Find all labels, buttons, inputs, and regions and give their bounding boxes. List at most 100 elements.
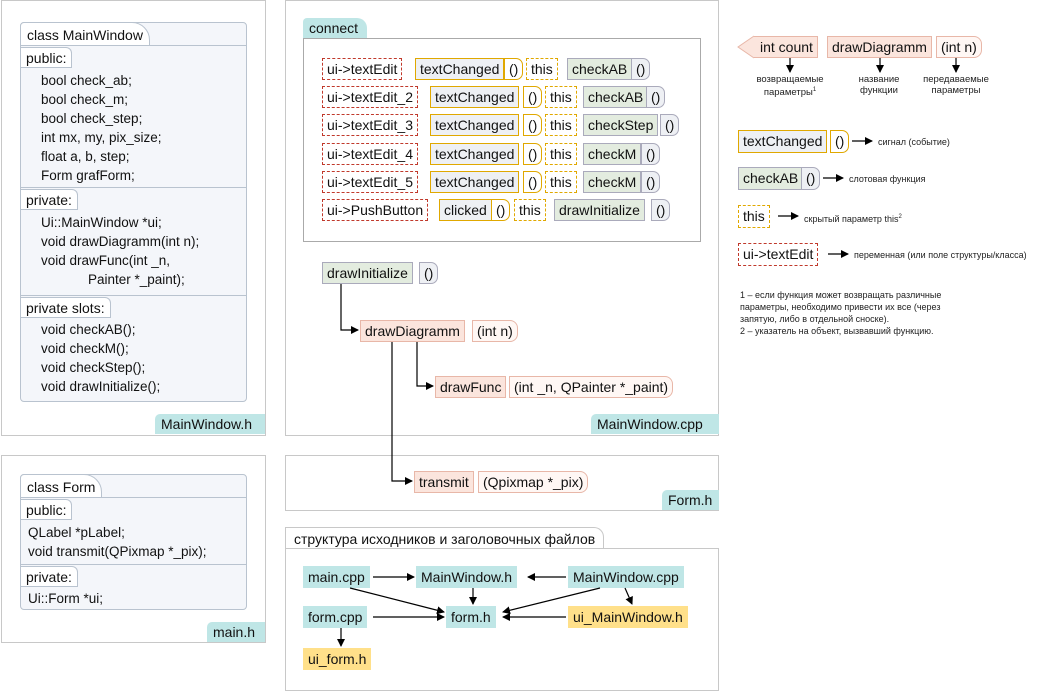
row-slot-params: () xyxy=(660,114,680,136)
row-variable: ui->textEdit_2 xyxy=(322,86,418,108)
legend-this-desc-text: скрытый параметр this xyxy=(804,214,899,224)
row-slot: checkStep xyxy=(583,114,659,136)
row-slot: drawInitialize xyxy=(554,199,645,221)
legend-var-desc: переменная (или поле структуры/класса) xyxy=(854,250,1027,260)
draw-initialize-func: drawInitialize xyxy=(322,262,413,284)
member: void drawInitialize(); xyxy=(41,379,161,394)
row-signal-params: () xyxy=(491,199,511,221)
row-slot: checkM xyxy=(583,171,642,193)
row-variable: ui->textEdit_3 xyxy=(322,114,418,136)
private-label: private: xyxy=(21,566,78,587)
row-slot-params: () xyxy=(641,171,661,193)
row-variable: ui->PushButton xyxy=(322,199,429,221)
row-this: this xyxy=(514,199,546,221)
legend-signal: textChanged xyxy=(738,130,828,153)
member: void transmit(QPixmap *_pix); xyxy=(28,544,207,559)
row-this: this xyxy=(526,58,558,80)
class-title: class MainWindow xyxy=(20,22,150,46)
file-main-cpp: main.cpp xyxy=(303,566,370,588)
public-label: public: xyxy=(21,47,73,68)
row-signal: textChanged xyxy=(430,114,520,136)
name-caption-line1: название xyxy=(858,74,900,85)
row-signal: textChanged xyxy=(430,86,520,108)
file-mainwindow-cpp: MainWindow.cpp xyxy=(568,566,684,588)
mainwindow-cpp-file-label: MainWindow.cpp xyxy=(591,414,719,434)
par-caption: передаваемые параметры xyxy=(916,74,996,96)
legend-params: (int n) xyxy=(936,36,982,58)
legend-slot-params: () xyxy=(801,167,821,190)
row-signal-params: () xyxy=(504,58,524,80)
ret-caption: возвращаемые параметры1 xyxy=(748,74,832,98)
private-label: private: xyxy=(21,189,78,210)
member: Ui::MainWindow *ui; xyxy=(41,215,162,230)
file-ui-mainwindow-h: ui_MainWindow.h xyxy=(568,606,688,628)
member: void checkM(); xyxy=(41,341,129,356)
member: void drawFunc(int _n, xyxy=(41,253,171,268)
ret-footnote-mark: 1 xyxy=(812,87,817,93)
row-signal: textChanged xyxy=(430,143,520,165)
member: bool check_ab; xyxy=(41,73,132,88)
ret-caption-line1: возвращаемые xyxy=(756,74,824,85)
member: Painter *_paint); xyxy=(88,272,185,287)
par-caption-line1: передаваемые xyxy=(923,74,989,85)
member: int mx, my, pix_size; xyxy=(41,130,162,145)
member: void checkStep(); xyxy=(41,360,146,375)
footnote-1: 1 – если функция может возвращать различ… xyxy=(740,290,942,324)
name-caption: название функции xyxy=(840,74,918,96)
row-signal-params: () xyxy=(523,114,543,136)
row-signal: textChanged xyxy=(430,171,520,193)
row-variable: ui->textEdit xyxy=(322,58,403,80)
file-mainwindow-h: MainWindow.h xyxy=(416,566,518,588)
row-this: this xyxy=(545,171,577,193)
row-slot: checkM xyxy=(583,143,642,165)
member: Form grafForm; xyxy=(41,168,135,183)
row-slot-params: () xyxy=(646,86,666,108)
transmit-func: transmit xyxy=(414,471,474,493)
this-footnote-mark: 2 xyxy=(898,214,902,220)
legend-signal-params: () xyxy=(830,130,850,153)
main-h-file-label: main.h xyxy=(207,622,265,642)
row-slot: checkAB xyxy=(567,58,633,80)
row-slot-params: () xyxy=(631,58,651,80)
row-signal: clicked xyxy=(439,199,492,221)
file-ui-form-h: ui_form.h xyxy=(303,648,372,670)
legend-var: ui->textEdit xyxy=(738,243,819,266)
row-this: this xyxy=(545,114,577,136)
par-caption-line2: параметры xyxy=(931,85,981,96)
member: QLabel *pLabel; xyxy=(28,525,125,540)
row-slot-params: () xyxy=(651,199,671,221)
legend-slot: checkAB xyxy=(738,167,804,190)
member: bool check_step; xyxy=(41,111,143,126)
member: bool check_m; xyxy=(41,92,129,107)
slots-label: private slots: xyxy=(21,297,111,318)
draw-diagramm-func: drawDiagramm xyxy=(360,320,465,342)
mainwindow-class-box: class MainWindow public: bool check_ab; … xyxy=(20,22,247,402)
legend-signal-desc: сигнал (событие) xyxy=(878,137,950,147)
footnote-2: 2 – указатель на объект, вызвавший функц… xyxy=(740,326,934,336)
row-this: this xyxy=(545,143,577,165)
row-variable: ui->textEdit_4 xyxy=(322,143,418,165)
name-caption-line2: функции xyxy=(860,85,898,96)
ret-caption-line2: параметры xyxy=(763,87,813,99)
legend-slot-desc: слотовая функция xyxy=(849,174,926,184)
connect-label: connect xyxy=(303,18,367,39)
member: void drawDiagramm(int n); xyxy=(41,234,200,249)
draw-initialize-params: () xyxy=(419,262,439,284)
legend-this-desc: скрытый параметр this2 xyxy=(804,211,902,225)
form-class-box: class Form public: QLabel *pLabel; void … xyxy=(20,474,247,610)
draw-func-params: (int _n, QPainter *_paint) xyxy=(509,376,674,398)
structure-title: структура исходников и заголовочных файл… xyxy=(285,527,605,549)
row-this: this xyxy=(545,86,577,108)
row-signal-params: () xyxy=(523,86,543,108)
file-form-cpp: form.cpp xyxy=(303,606,368,628)
row-signal: textChanged xyxy=(415,58,505,80)
row-slot: checkAB xyxy=(583,86,649,108)
file-form-h: form.h xyxy=(446,606,496,628)
row-slot-params: () xyxy=(641,143,661,165)
legend-return: int count xyxy=(754,36,818,58)
form-h-file-label: Form.h xyxy=(662,490,719,510)
class-title: class Form xyxy=(20,474,103,498)
mainwindow-h-file-label: MainWindow.h xyxy=(155,414,265,434)
draw-func-func: drawFunc xyxy=(435,376,507,398)
draw-diagramm-params: (int n) xyxy=(472,320,518,342)
